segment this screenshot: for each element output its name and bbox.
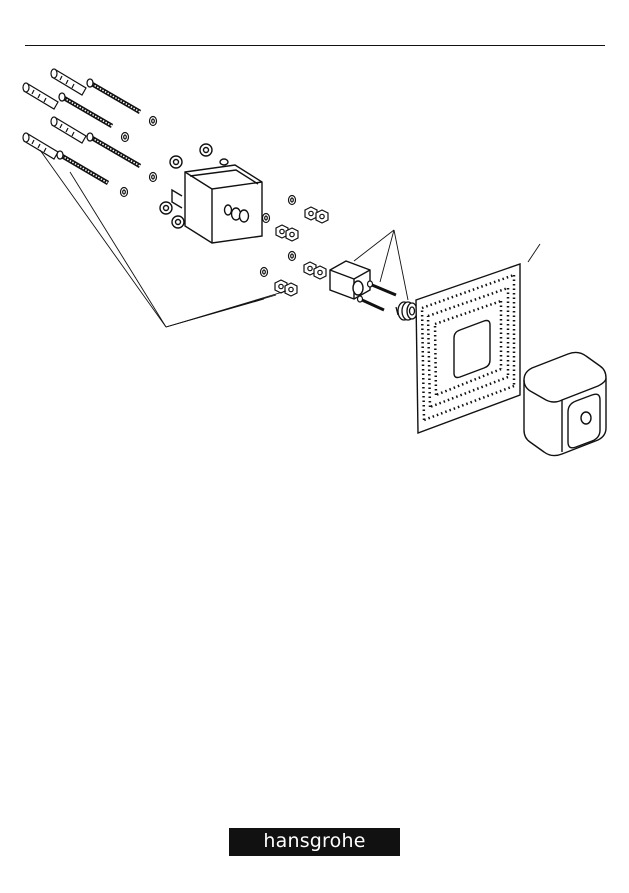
brand-logo-text: hansgrohe [263, 832, 365, 853]
washer [122, 133, 129, 142]
hex-nut [316, 210, 328, 223]
washer [289, 252, 296, 261]
hex-nut [285, 283, 297, 296]
threaded-bushing [396, 302, 417, 320]
extension-sleeve [330, 261, 370, 299]
hex-nut [286, 228, 298, 241]
wall-plug [23, 83, 58, 109]
washer [150, 117, 157, 126]
washer [261, 268, 268, 277]
wood-screw [59, 93, 112, 126]
brand-logo: hansgrohe [229, 828, 400, 856]
hex-nut [314, 266, 326, 279]
nut-group [261, 196, 329, 297]
wall-plug [51, 69, 86, 95]
wall-plug-group [23, 69, 86, 159]
valve-body [160, 144, 262, 243]
wall-plug [23, 133, 58, 159]
washer [263, 214, 270, 223]
protective-cover-cap [524, 352, 606, 455]
wood-screw [87, 133, 140, 166]
plaster-guard-plate [416, 264, 520, 433]
washer [289, 196, 296, 205]
hex-nut [305, 207, 317, 220]
washer [150, 173, 157, 182]
wall-plug [51, 117, 86, 143]
long-screw [358, 296, 385, 310]
wood-screw [57, 151, 108, 183]
wood-screw [87, 79, 140, 112]
washer [121, 188, 128, 197]
long-screw [368, 281, 397, 295]
